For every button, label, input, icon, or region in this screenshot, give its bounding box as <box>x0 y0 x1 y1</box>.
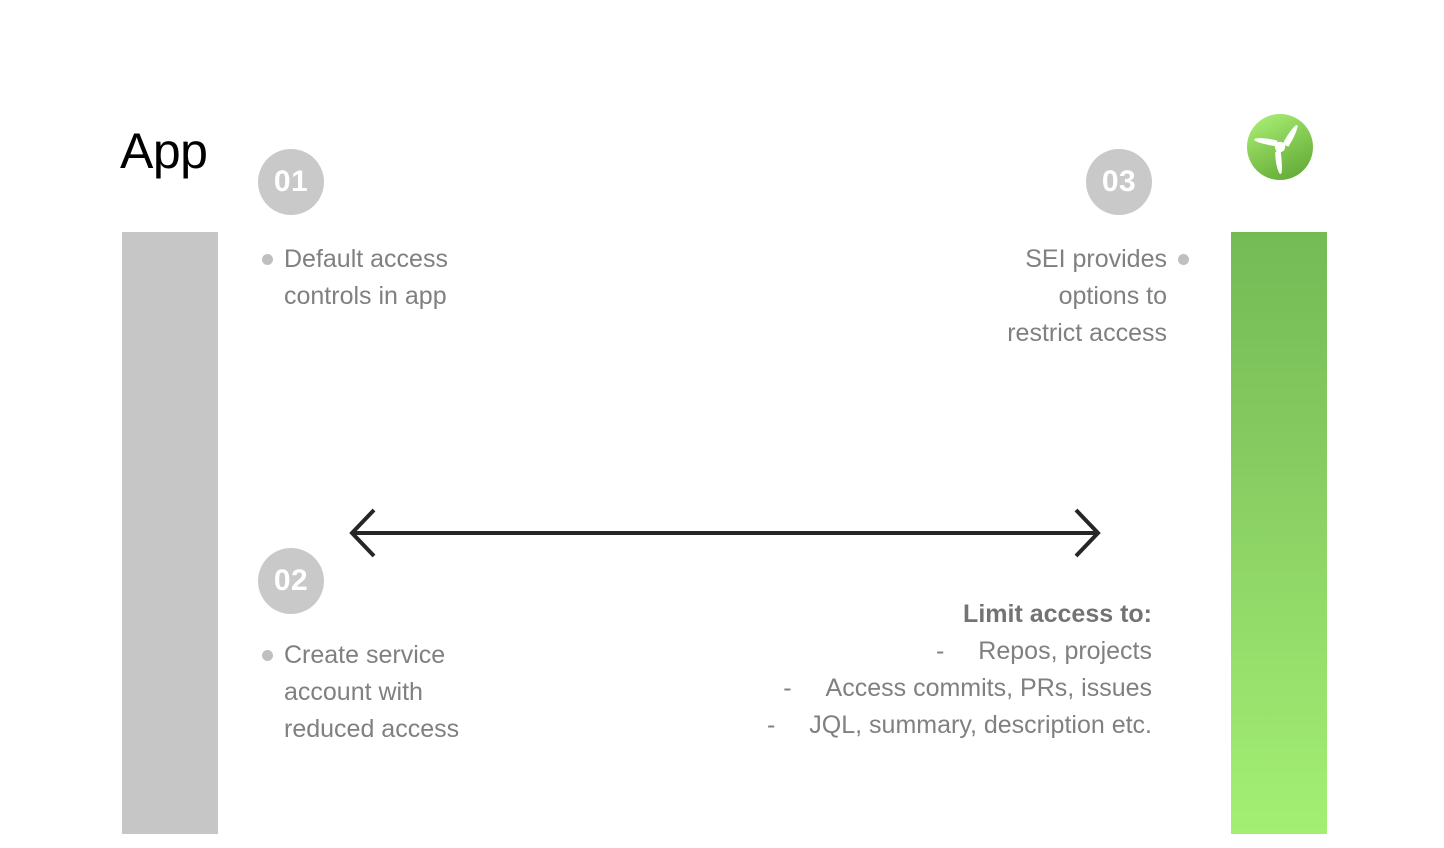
step-text-01-label: Default access controls in app <box>284 245 448 310</box>
step-badge-02-label: 02 <box>273 564 309 597</box>
sei-column-bar <box>1231 232 1327 834</box>
limit-access-list: Limit access to: - Repos, projects - Acc… <box>660 596 1152 744</box>
bullet-dot-icon <box>262 254 273 265</box>
limit-access-item-label: Access commits, PRs, issues <box>825 674 1152 702</box>
step-text-03: SEI provides options to restrict access <box>962 241 1189 352</box>
double-headed-arrow <box>344 500 1106 566</box>
step-badge-03-label: 03 <box>1101 165 1137 198</box>
bullet-dot-icon <box>262 650 273 661</box>
bullet-dot-icon <box>1178 254 1189 265</box>
limit-access-item: - Access commits, PRs, issues <box>660 670 1152 707</box>
step-badge-01-label: 01 <box>273 165 309 198</box>
limit-access-dash: - <box>783 674 792 702</box>
limit-access-dash: - <box>935 637 945 665</box>
step-badge-03: 03 <box>1086 149 1152 215</box>
page-title: App <box>120 123 208 179</box>
limit-access-dash: - <box>766 711 776 739</box>
step-text-03-label: SEI provides options to restrict access <box>1007 245 1167 347</box>
limit-access-item: - Repos, projects <box>660 633 1152 670</box>
limit-access-item-label: JQL, summary, description etc. <box>809 711 1152 739</box>
limit-access-title: Limit access to: <box>963 600 1152 628</box>
step-badge-02: 02 <box>258 548 324 614</box>
step-text-02: Create service account with reduced acce… <box>262 637 459 748</box>
sei-propeller-logo-icon <box>1247 114 1313 180</box>
limit-access-item: - JQL, summary, description etc. <box>660 707 1152 744</box>
sei-propeller-logo <box>1246 113 1314 181</box>
limit-access-item-label: Repos, projects <box>978 637 1152 665</box>
double-headed-arrow-icon <box>349 508 1101 558</box>
app-column-bar <box>122 232 218 834</box>
step-badge-01: 01 <box>258 149 324 215</box>
step-text-01: Default access controls in app <box>262 241 448 315</box>
step-text-02-label: Create service account with reduced acce… <box>284 641 460 743</box>
